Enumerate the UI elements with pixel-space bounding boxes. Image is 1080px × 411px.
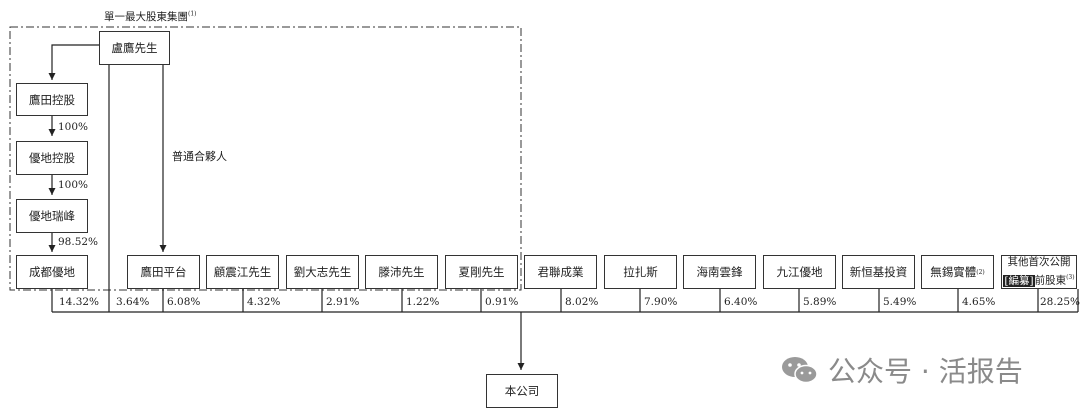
chain-box-3: 優地瑞峰 (16, 199, 88, 233)
chain-pct-3: 98.52% (58, 236, 99, 248)
pct-shareholder-9: 5.89% (803, 296, 837, 308)
pct-lu: 3.64% (116, 296, 150, 308)
pct-shareholder-1: 6.08% (167, 296, 201, 308)
shareholder-box-6: 君聯成業 (524, 255, 597, 289)
gp-label: 普通合夥人 (172, 150, 227, 163)
shareholder-box-1: 鷹田平台 (127, 255, 200, 289)
shareholder-box-10: 新恒基投資 (842, 255, 915, 289)
pct-shareholder-5: 0.91% (485, 296, 519, 308)
watermark: 公众号 · 活报告 (780, 350, 1023, 390)
shareholder-box-8: 海南雲鋒 (683, 255, 756, 289)
pct-shareholder-7: 7.90% (644, 296, 678, 308)
chain-box-1: 鷹田控股 (16, 83, 88, 116)
other-shareholders-box: 其他首次公開 [編纂]前股東(3) (1001, 255, 1077, 289)
chain-box-2: 優地控股 (16, 141, 88, 175)
wechat-icon (780, 355, 820, 385)
chain-box-4: 成都優地 (16, 255, 88, 289)
pct-shareholder-6: 8.02% (565, 296, 599, 308)
shareholder-box-5: 夏剛先生 (445, 255, 518, 289)
shareholder-box-11: 無錫實體(2) (921, 255, 994, 289)
chain-pct-2: 100% (58, 179, 89, 191)
pct-other: 28.25% (1040, 296, 1080, 308)
pct-shareholder-2: 4.32% (247, 296, 281, 308)
pct-shareholder-11: 4.65% (962, 296, 996, 308)
shareholder-box-9: 九江優地 (763, 255, 836, 289)
pct-shareholder-10: 5.49% (883, 296, 917, 308)
pct-shareholder-3: 2.91% (326, 296, 360, 308)
chain-pct-1: 100% (58, 121, 89, 133)
pct-shareholder-8: 6.40% (724, 296, 758, 308)
group-dashed-border (9, 26, 522, 291)
company-box: 本公司 (486, 374, 558, 408)
shareholder-box-2: 顧震江先生 (206, 255, 279, 289)
pct-shareholder-4: 1.22% (406, 296, 440, 308)
shareholder-box-4: 滕沛先生 (365, 255, 438, 289)
lu-ying-box: 盧鷹先生 (99, 31, 170, 65)
group-label: 單一最大股東集團(1) (104, 10, 197, 24)
watermark-text: 公众号 · 活报告 (828, 355, 1023, 388)
pct-chengdu: 14.32% (59, 296, 100, 308)
shareholder-box-3: 劉大志先生 (286, 255, 359, 289)
shareholder-box-7: 拉扎斯 (604, 255, 677, 289)
